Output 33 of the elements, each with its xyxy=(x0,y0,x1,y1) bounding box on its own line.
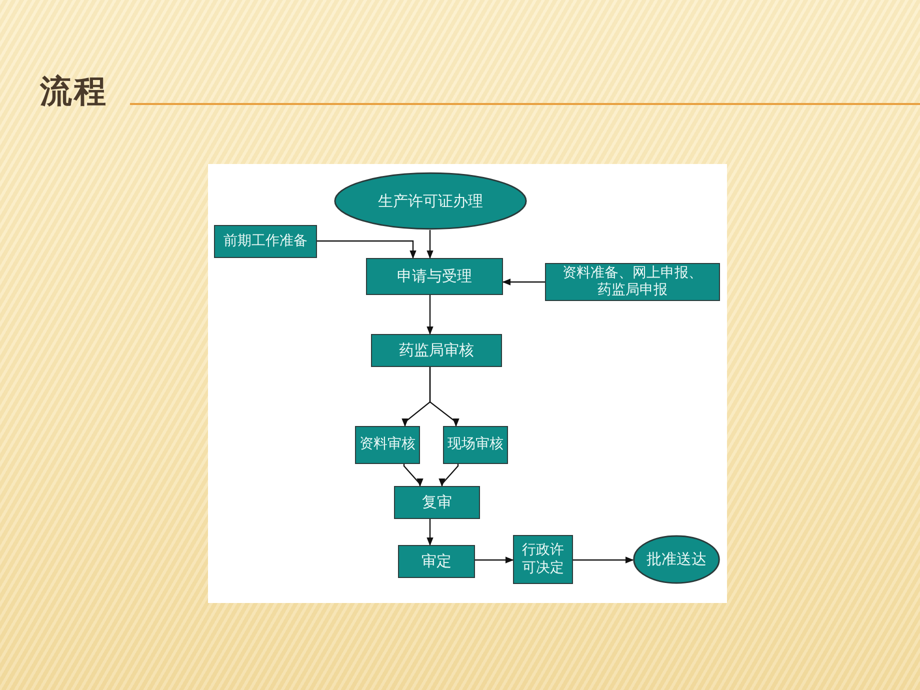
arrow xyxy=(573,556,634,564)
arrow xyxy=(429,367,460,427)
process-box xyxy=(545,263,720,301)
node-label: 药监局审核 xyxy=(399,341,474,360)
arrow xyxy=(317,240,416,259)
node-label: 批准送达 xyxy=(646,550,706,569)
process-box xyxy=(355,426,420,464)
process-box xyxy=(394,486,480,519)
node-label: 资料审核 xyxy=(360,436,416,454)
slide-title: 流程 xyxy=(40,71,108,112)
terminal-ellipse xyxy=(333,172,528,230)
node-label: 现场审核 xyxy=(448,436,504,454)
arrow xyxy=(426,519,434,546)
arrow xyxy=(426,295,434,335)
process-box xyxy=(443,426,508,464)
arrow xyxy=(475,556,514,564)
node-label: 生产许可证办理 xyxy=(378,192,483,210)
node-label: 行政许可决定 xyxy=(521,542,565,577)
node-label: 审定 xyxy=(422,552,452,571)
process-box xyxy=(513,535,573,584)
terminal-ellipse xyxy=(633,535,720,584)
process-box xyxy=(398,545,475,578)
node-label: 前期工作准备 xyxy=(224,232,308,250)
arrow xyxy=(403,464,424,487)
process-box xyxy=(214,225,317,258)
node-label: 复审 xyxy=(422,493,452,512)
arrow xyxy=(438,464,459,487)
arrow xyxy=(502,278,545,286)
process-box xyxy=(371,334,502,367)
node-label: 申请与受理 xyxy=(397,267,472,286)
arrow xyxy=(426,230,434,259)
node-label: 资料准备、网上申报、药监局申报 xyxy=(562,264,704,300)
process-box xyxy=(366,258,503,295)
